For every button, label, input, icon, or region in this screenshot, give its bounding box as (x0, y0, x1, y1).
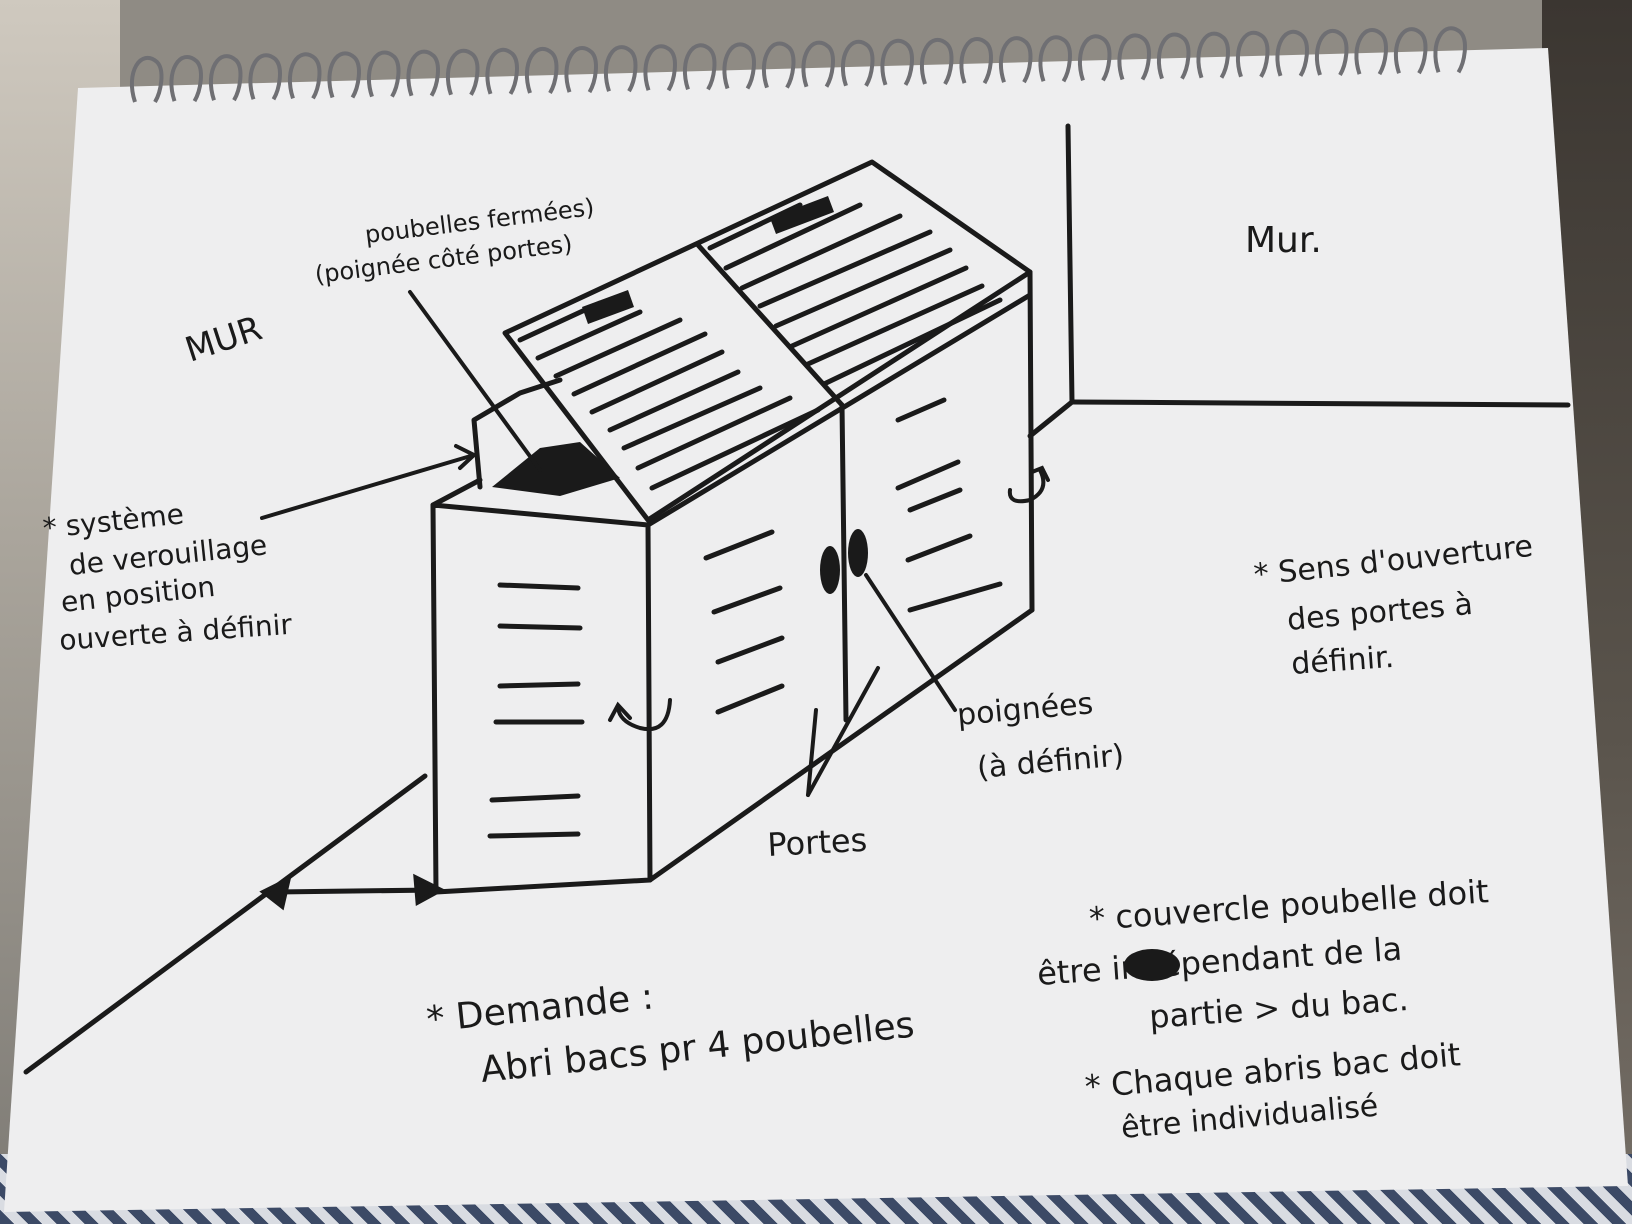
spiral-ring (919, 37, 954, 86)
spiral-ring (1156, 32, 1191, 80)
spiral-ring (1077, 34, 1112, 82)
front-slat (497, 623, 583, 631)
pointer-lines (260, 290, 957, 797)
spiral-ring (327, 51, 361, 99)
front-slat (497, 681, 581, 689)
spiral-ring (1393, 27, 1428, 75)
paper (4, 48, 1628, 1212)
lid-slat (571, 331, 708, 397)
lid-slat (757, 229, 933, 309)
lid-slat (607, 369, 741, 433)
spiral-ring (248, 53, 282, 101)
spiral-ring (1354, 28, 1388, 76)
front-slat (489, 793, 581, 803)
spiral-ring (1117, 33, 1151, 81)
spiral-ring (722, 42, 756, 90)
spiral-ring (406, 49, 440, 97)
spiral-ring (287, 52, 322, 100)
lid-slat (553, 317, 683, 379)
spiral-ring (485, 47, 519, 95)
lid-slat (805, 283, 985, 367)
side-slat (895, 459, 961, 491)
spiral-ring (1235, 30, 1270, 78)
spiral-ring (1196, 31, 1230, 79)
lid-slat (649, 407, 821, 491)
side-slat (715, 635, 785, 665)
lid-slat (789, 265, 969, 349)
side-slat (895, 397, 947, 423)
spiral-ring (208, 54, 243, 102)
side-slat (907, 581, 1003, 613)
spiral-ring (1038, 35, 1072, 83)
spiral-ring (603, 45, 638, 93)
side-slat (703, 529, 775, 561)
spiral-ring (801, 40, 835, 88)
spiral-ring (959, 37, 993, 85)
lid-slat (589, 349, 725, 415)
spiral-ring (643, 44, 677, 92)
wall-right (1027, 123, 1571, 439)
front-slats (487, 582, 585, 839)
door-handles (820, 529, 868, 594)
lid-slat (723, 202, 863, 271)
spiral-ring (1275, 29, 1309, 77)
front-slat (487, 831, 581, 839)
open-bin-interior (492, 442, 620, 496)
lid-slat (739, 213, 903, 291)
ground-line (23, 773, 446, 1075)
spiral-binding (129, 26, 1467, 104)
spiral-ring (880, 38, 914, 86)
spiral-ring (1314, 28, 1349, 77)
spiral-ring (761, 41, 796, 89)
lid-slat (635, 395, 793, 471)
side-slats (703, 397, 1003, 715)
spiral-ring (1433, 26, 1467, 74)
spiral-ring (998, 36, 1033, 84)
lid-slat (773, 247, 953, 329)
lid-slat (821, 297, 1003, 387)
lid-slat (707, 202, 803, 251)
bin-shelter (430, 159, 1035, 895)
spiral-ring (129, 55, 164, 104)
spiral-ring (840, 39, 875, 87)
doors-label: Portes (766, 821, 868, 864)
side-slat (905, 533, 973, 563)
scribble-mark (1124, 949, 1180, 981)
spiral-ring (524, 46, 559, 95)
side-slat (907, 487, 963, 513)
front-slat (497, 582, 581, 591)
label-mur-right: Mur. (1245, 220, 1322, 261)
lid-handles (582, 196, 834, 324)
lid-slat (621, 385, 763, 451)
spiral-ring (445, 48, 480, 96)
spiral-ring (366, 50, 401, 98)
lid-slat (535, 309, 643, 361)
side-slat (715, 683, 785, 715)
spiral-ring (169, 55, 203, 103)
spiral-ring (682, 43, 717, 91)
opening-note-3: définir. (1290, 640, 1395, 682)
spiral-ring (564, 46, 598, 94)
lid-hatching (517, 202, 1003, 491)
side-slat (711, 585, 783, 615)
rotation-arrows (608, 465, 1050, 732)
